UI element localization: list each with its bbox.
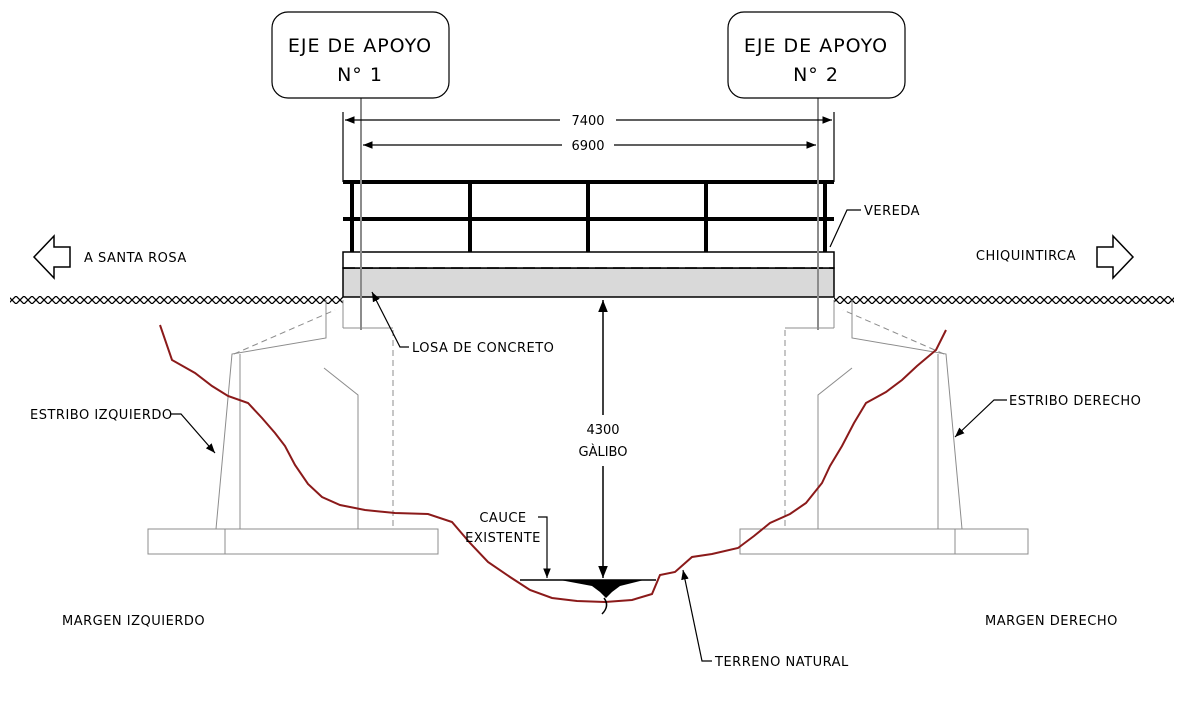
axis-1-line2: N° 1 [337,64,383,86]
clearance-value: 4300 [586,423,619,438]
label-estribo-izquierdo: ESTRIBO IZQUIERDO [30,408,173,423]
label-terreno-natural: TERRENO NATURAL [714,655,849,670]
label-cauce: CAUCE [479,511,526,526]
label-existente: EXISTENTE [465,531,541,546]
dimension-inner-label: 6900 [571,139,604,154]
railing [343,180,834,252]
leader-lines [171,209,1007,662]
natural-terrain-line [159,324,947,604]
label-margen-izquierdo: MARGEN IZQUIERDO [62,614,205,629]
ground-hatch-left [10,296,343,304]
dimension-outer-span [342,112,835,182]
arrow-left-icon [32,234,71,280]
direction-left-label: A SANTA ROSA [84,251,187,266]
dimension-outer-label: 7400 [571,114,604,129]
label-losa-concreto: LOSA DE CONCRETO [412,341,554,356]
concrete-slab [342,267,835,298]
label-vereda: VEREDA [864,204,920,219]
arrow-right-icon [1096,234,1135,280]
axis-1-line1: EJE DE APOYO [288,35,432,57]
clearance-label: GÀLIBO [579,444,628,460]
axis-box-1: EJE DE APOYO N° 1 [271,11,450,99]
label-estribo-derecho: ESTRIBO DERECHO [1009,394,1141,409]
sidewalk [342,251,835,269]
label-margen-derecho: MARGEN DERECHO [985,614,1118,629]
axis-2-line2: N° 2 [793,64,839,86]
ground-hatch-right [834,296,1174,304]
axis-2-line1: EJE DE APOYO [744,35,888,57]
direction-right-label: CHIQUINTIRCA [976,249,1076,264]
axis-box-2: EJE DE APOYO N° 2 [727,11,906,99]
right-abutment [739,300,1029,555]
riverbed-symbol [520,579,656,615]
left-abutment [147,300,439,555]
